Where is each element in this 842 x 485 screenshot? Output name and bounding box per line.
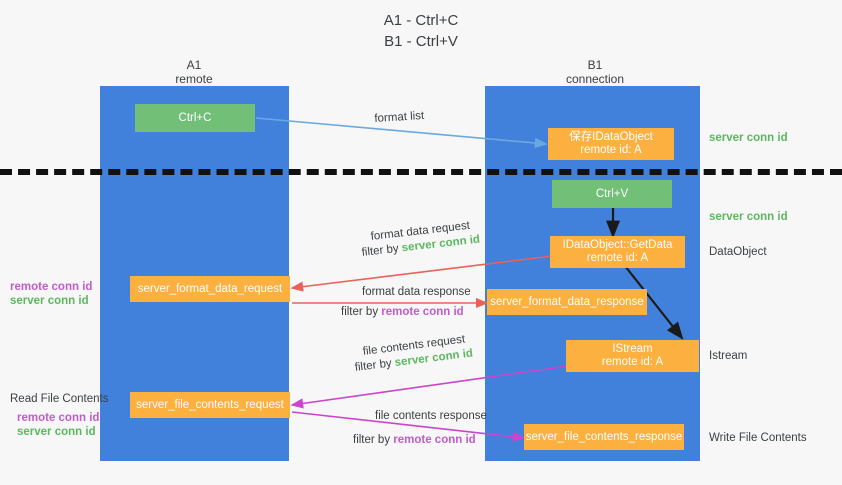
edge-label-file-contents-response: file contents response (375, 410, 487, 422)
annotation-server-conn-id-mid: server conn id (709, 211, 788, 223)
node-istream[interactable]: IStream remote id: A (566, 340, 699, 372)
node-server-format-data-response[interactable]: server_format_data_response (487, 289, 647, 315)
node-server-file-contents-response[interactable]: server_file_contents_response (524, 424, 684, 450)
phase-divider (0, 169, 842, 175)
page-title: A1 - Ctrl+C B1 - Ctrl+V (383, 12, 459, 50)
filter-prefix: filter by (354, 357, 396, 374)
filter-key-remote-conn-id: remote conn id (393, 434, 476, 446)
annotation-format-conn-ids: remote conn id server conn id (10, 280, 92, 308)
annotation-write-file-contents: Write File Contents (709, 432, 807, 444)
annotation-server-conn-id: server conn id (17, 426, 96, 438)
filter-prefix: filter by (341, 306, 382, 318)
node-ctrl-c[interactable]: Ctrl+C (135, 104, 255, 132)
node-server-file-contents-request[interactable]: server_file_contents_request (130, 392, 290, 418)
annotation-read-file-contents: Read File Contents (10, 393, 109, 405)
lane-header-b1: B1 connection (565, 58, 625, 86)
node-idataobject-getdata[interactable]: IDataObject::GetData remote id: A (550, 236, 685, 268)
edge-label-format-data-response-filter: filter by remote conn id (341, 305, 464, 319)
node-save-idataobject[interactable]: 保存IDataObject remote id: A (548, 128, 674, 160)
node-server-format-data-request[interactable]: server_format_data_request (130, 276, 290, 302)
node-ctrl-v[interactable]: Ctrl+V (552, 180, 672, 208)
annotation-remote-conn-id: remote conn id (17, 412, 100, 424)
annotation-remote-conn-id: remote conn id (10, 281, 93, 293)
filter-prefix: filter by (353, 434, 394, 446)
edge-label-file-contents-response-filter: filter by remote conn id (353, 433, 476, 447)
annotation-server-conn-id: server conn id (10, 295, 89, 307)
annotation-file-conn-ids: remote conn id server conn id (17, 411, 99, 439)
edge-label-format-list: format list (374, 109, 425, 125)
annotation-dataobject: DataObject (709, 246, 767, 258)
annotation-istream: Istream (709, 350, 748, 362)
filter-key-remote-conn-id: remote conn id (381, 306, 464, 318)
annotation-server-conn-id-top: server conn id (709, 132, 788, 144)
filter-prefix: filter by (361, 242, 403, 259)
lane-header-a1: A1 remote (175, 58, 213, 86)
edge-label-format-data-response: format data response (362, 286, 471, 298)
